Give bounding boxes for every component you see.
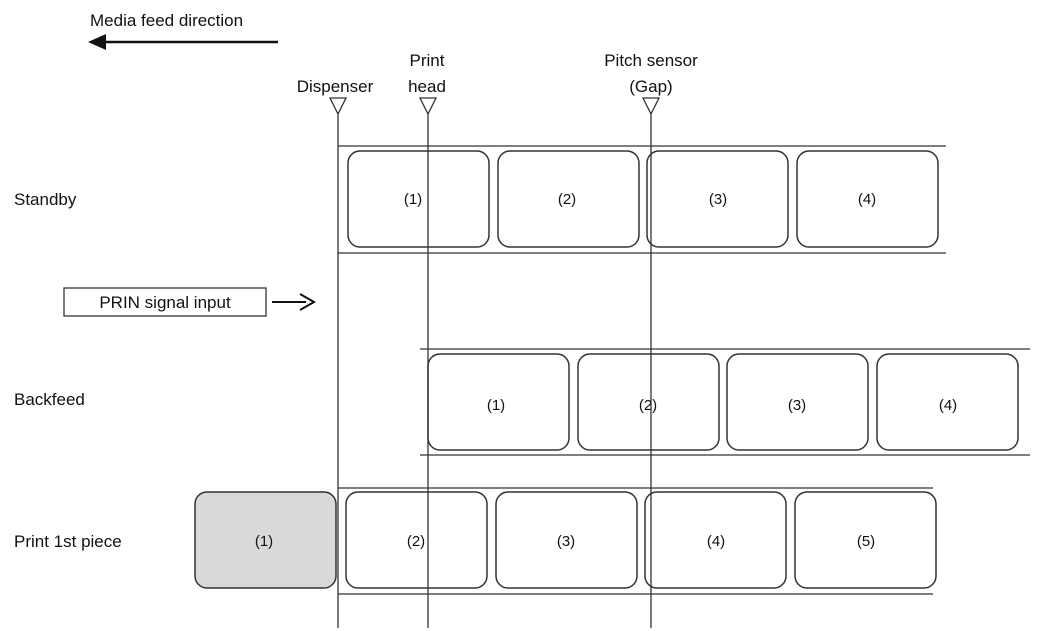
label-piece: (3) (726, 353, 869, 451)
label-piece: (5) (794, 491, 937, 589)
feed-direction-arrow-head (88, 34, 106, 50)
label-piece: (4) (876, 353, 1019, 451)
print-head-label-line2: head (408, 77, 446, 96)
label-number: (4) (858, 191, 876, 208)
pitch-sensor-label-line1: Pitch sensor (604, 51, 698, 70)
dispenser-marker-icon (328, 97, 348, 116)
pitch-sensor-label-line2: (Gap) (629, 77, 672, 96)
print-head-marker-icon (418, 97, 438, 116)
label-piece: (1) (347, 150, 490, 248)
label-number: (3) (788, 397, 806, 414)
label-piece: (1) (427, 353, 570, 451)
row-print-first: (1) (2) (3) (4) (5) (194, 487, 937, 595)
label-piece: (3) (646, 150, 789, 248)
label-piece: (3) (495, 491, 638, 589)
row-title-standby: Standby (14, 190, 77, 209)
label-number: (2) (639, 397, 657, 414)
prin-signal-input: PRIN signal input (63, 287, 317, 317)
row-title-print-first: Print 1st piece (14, 532, 122, 551)
feed-direction-indicator: Media feed direction (88, 11, 278, 50)
label-piece: (4) (796, 150, 939, 248)
prin-signal-arrow-head (299, 293, 317, 311)
label-number: (5) (857, 533, 875, 550)
label-number: (2) (407, 533, 425, 550)
label-number: (2) (558, 191, 576, 208)
row-backfeed: (1) (2) (3) (4) (420, 348, 1030, 456)
label-piece: (2) (345, 491, 488, 589)
label-number: (4) (939, 397, 957, 414)
label-piece: (2) (497, 150, 640, 248)
printed-label-piece: (1) (194, 491, 337, 589)
prin-signal-label: PRIN signal input (99, 293, 231, 312)
sensor-reference-lines (337, 114, 652, 628)
row-titles: Standby Backfeed Print 1st piece (14, 190, 122, 551)
pitch-sensor-marker-icon (641, 97, 661, 116)
label-number: (1) (404, 191, 422, 208)
row-title-backfeed: Backfeed (14, 390, 85, 409)
prin-signal-box (63, 287, 267, 317)
label-number: (1) (255, 533, 273, 550)
label-piece: (4) (644, 491, 787, 589)
row-standby: (1) (2) (3) (4) (338, 145, 946, 254)
label-number: (1) (487, 397, 505, 414)
label-number: (3) (557, 533, 575, 550)
label-number: (4) (707, 533, 725, 550)
dispenser-label: Dispenser (297, 77, 374, 96)
label-piece: (2) (577, 353, 720, 451)
label-number: (3) (709, 191, 727, 208)
sensor-labels: Dispenser Print head Pitch sensor (Gap) (297, 51, 698, 96)
feed-direction-label: Media feed direction (90, 11, 243, 30)
print-head-label-line1: Print (410, 51, 445, 70)
sensor-markers (328, 97, 661, 116)
